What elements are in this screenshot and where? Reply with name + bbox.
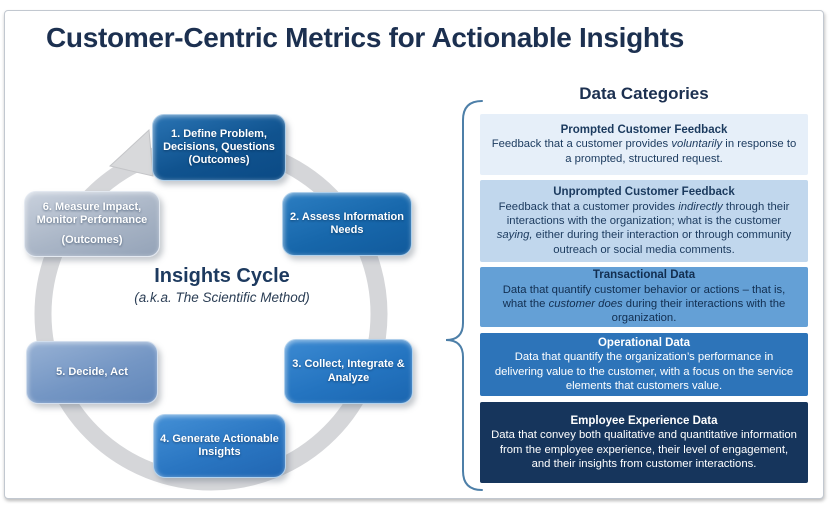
cycle-step-5: 5. Decide, Act bbox=[26, 341, 158, 404]
body-text: Feedback that a customer provides bbox=[498, 200, 679, 213]
category-operational-data-title: Operational Data bbox=[597, 336, 691, 349]
category-operational-data-body: Data that quantify the organization’s pe… bbox=[490, 350, 798, 393]
cycle-step-6: 6. Measure Impact, Monitor Performance (… bbox=[24, 191, 160, 257]
category-transactional-data-body: Data that quantify customer behavior or … bbox=[490, 283, 798, 326]
body-text: during their interactions with the organ… bbox=[611, 298, 786, 325]
body-text: Data that quantify customer behavior or … bbox=[502, 283, 786, 311]
category-operational-data: Operational Data Data that quantify the … bbox=[480, 333, 808, 396]
cycle-step-3-label: 3. Collect, Integrate & Analyze bbox=[292, 358, 405, 384]
cycle-step-2: 2. Assess Information Needs bbox=[282, 192, 412, 256]
body-text: Data that convey both qualitative and qu… bbox=[491, 429, 797, 470]
page-title: Customer-Centric Metrics for Actionable … bbox=[46, 22, 684, 53]
cycle-step-3: 3. Collect, Integrate & Analyze bbox=[284, 339, 413, 404]
category-transactional-data-title: Transactional Data bbox=[592, 269, 696, 282]
cycle-step-1: 1. Define Problem, Decisions, Questions … bbox=[152, 114, 286, 181]
category-prompted-feedback-body: Feedback that a customer provides volunt… bbox=[490, 137, 798, 166]
body-text: Feedback that a customer provides bbox=[491, 138, 672, 151]
cycle-step-6-label: 6. Measure Impact, Monitor Performance bbox=[36, 200, 148, 226]
cycle-subheading: (a.k.a. The Scientific Method) bbox=[134, 290, 310, 305]
cycle-step-4: 4. Generate Actionable Insights bbox=[153, 414, 286, 478]
category-unprompted-feedback: Unprompted Customer Feedback Feedback th… bbox=[480, 180, 808, 262]
category-transactional-data: Transactional Data Data that quantify cu… bbox=[480, 267, 808, 327]
category-employee-experience-data-body: Data that convey both qualitative and qu… bbox=[490, 428, 798, 471]
cycle-center-labels: Insights Cycle (a.k.a. The Scientific Me… bbox=[72, 265, 372, 305]
cycle-step-1-label: 1. Define Problem, Decisions, Questions … bbox=[163, 127, 275, 167]
curly-brace-icon bbox=[445, 100, 483, 491]
cycle-step-2-label: 2. Assess Information Needs bbox=[290, 210, 404, 236]
body-text-italic: customer does bbox=[548, 298, 623, 311]
cycle-step-4-label: 4. Generate Actionable Insights bbox=[160, 432, 279, 458]
cycle-heading: Insights Cycle bbox=[154, 265, 290, 287]
body-text-italic: indirectly bbox=[678, 200, 723, 213]
cycle-step-5-label: 5. Decide, Act bbox=[56, 365, 128, 378]
category-unprompted-feedback-body: Feedback that a customer provides indire… bbox=[490, 200, 798, 257]
body-text: Data that quantify the organization’s pe… bbox=[494, 351, 794, 392]
category-employee-experience-data-title: Employee Experience Data bbox=[570, 414, 718, 427]
body-text: through their interactions with the orga… bbox=[506, 200, 790, 227]
category-prompted-feedback: Prompted Customer Feedback Feedback that… bbox=[480, 114, 808, 175]
body-text: in response to a prompted, structured re… bbox=[565, 138, 797, 165]
cycle-arrow-icon bbox=[108, 128, 154, 177]
category-prompted-feedback-title: Prompted Customer Feedback bbox=[560, 123, 728, 136]
cycle-step-6-sublabel: (Outcomes) bbox=[61, 234, 123, 247]
data-categories-heading: Data Categories bbox=[579, 84, 709, 103]
body-text: either during their interaction or throu… bbox=[532, 229, 792, 256]
category-employee-experience-data: Employee Experience Data Data that conve… bbox=[480, 402, 808, 483]
category-unprompted-feedback-title: Unprompted Customer Feedback bbox=[553, 186, 735, 199]
body-text-italic: saying, bbox=[496, 229, 533, 242]
body-text-italic: voluntarily bbox=[671, 138, 723, 151]
